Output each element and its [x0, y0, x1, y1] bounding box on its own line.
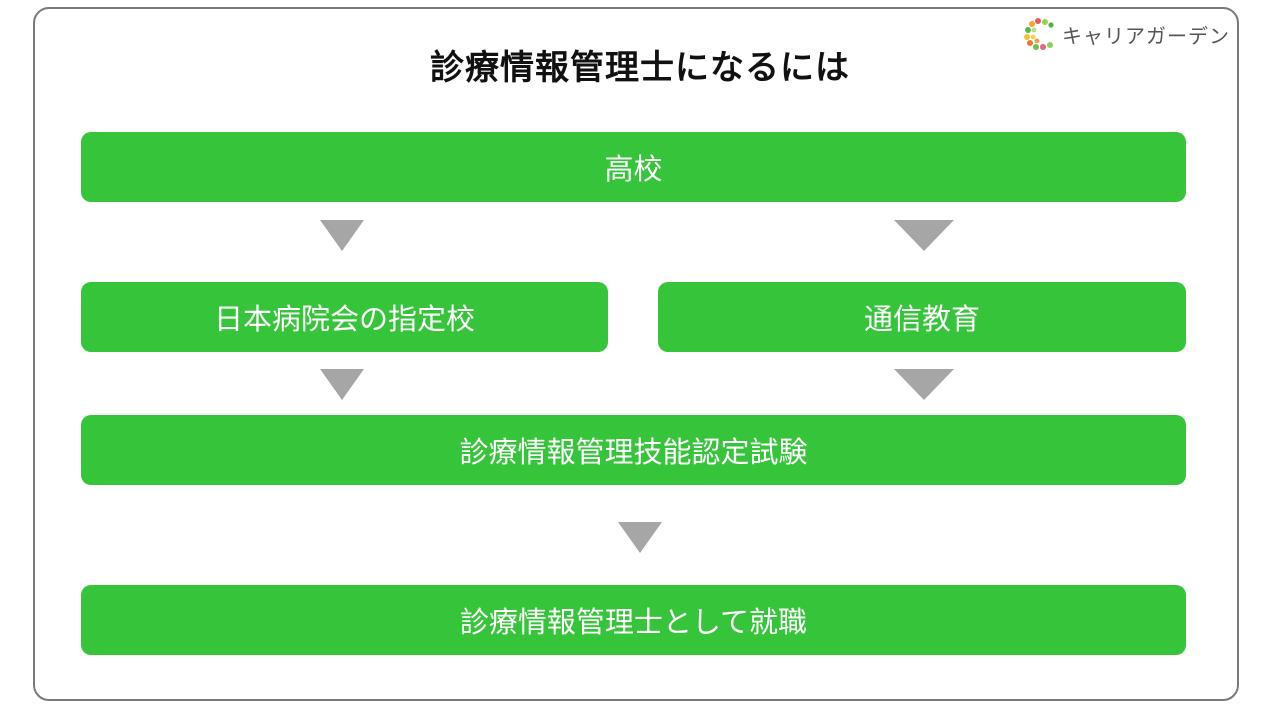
brand-logo-icon — [1024, 18, 1054, 50]
arrow-down-right-1 — [894, 220, 954, 251]
step-certification-exam: 診療情報管理技能認定試験 — [81, 415, 1186, 485]
brand: キャリアガーデン — [1022, 16, 1230, 52]
diagram-title: 診療情報管理士になるには — [430, 48, 850, 88]
arrow-down-right-2 — [894, 369, 954, 400]
arrow-down-left-2 — [320, 369, 364, 400]
arrow-down-center — [618, 522, 662, 553]
step-correspondence: 通信教育 — [658, 282, 1186, 352]
arrow-down-left-1 — [320, 220, 364, 251]
step-employment: 診療情報管理士として就職 — [81, 585, 1186, 655]
brand-name: キャリアガーデン — [1062, 23, 1230, 48]
step-designated-school: 日本病院会の指定校 — [81, 282, 608, 352]
step-high-school: 高校 — [81, 132, 1186, 202]
